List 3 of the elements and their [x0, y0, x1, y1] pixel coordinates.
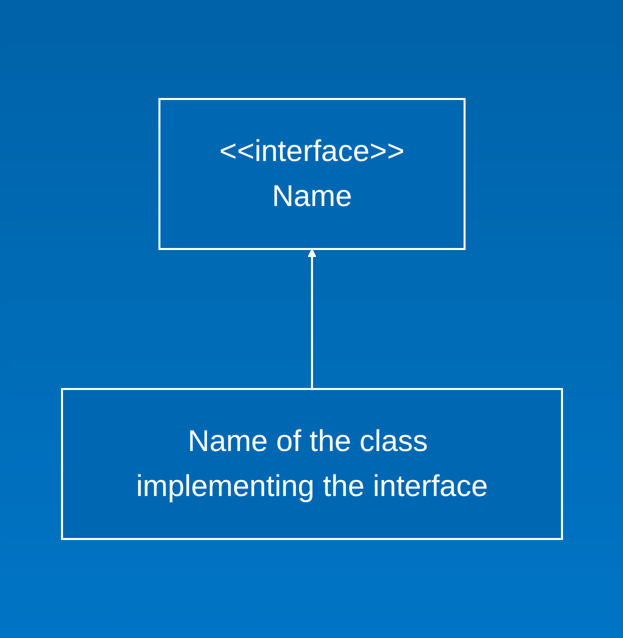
node-box: Name of the class implementing the interface [60, 388, 562, 540]
arrow [307, 248, 316, 389]
node-box: <<interface>> Name [158, 98, 466, 250]
